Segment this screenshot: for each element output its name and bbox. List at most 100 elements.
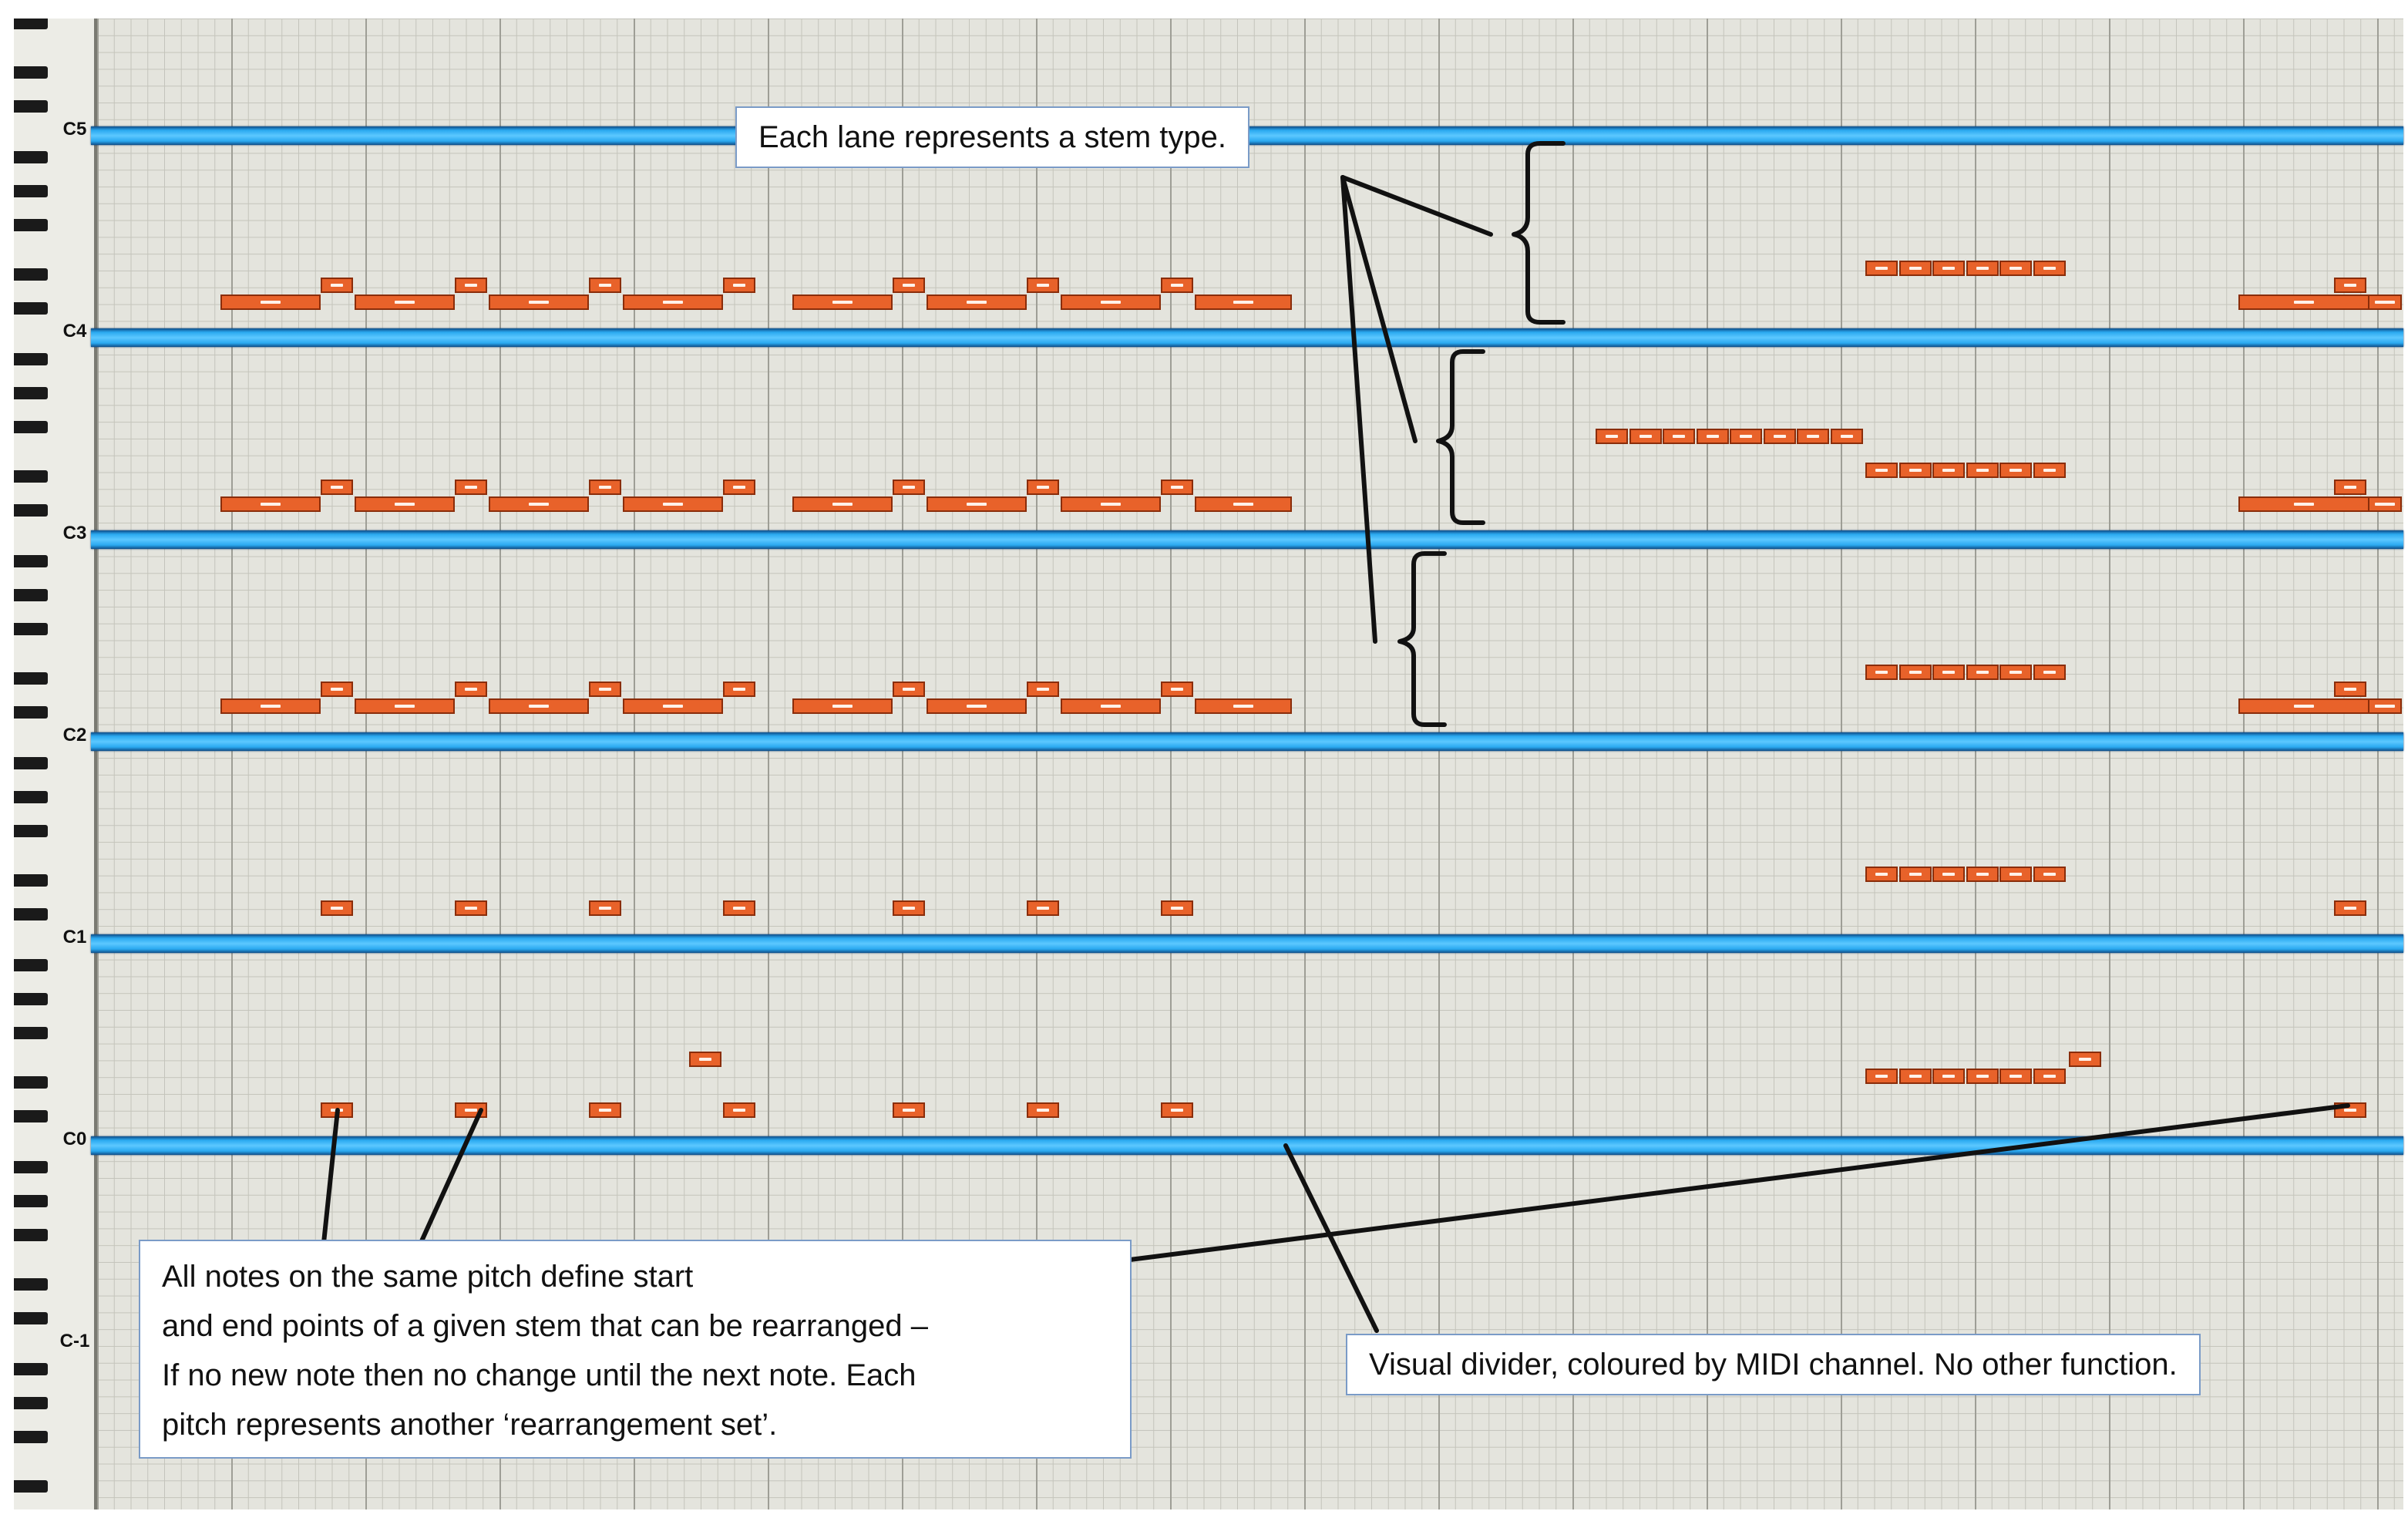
midi-note[interactable] bbox=[1932, 261, 1965, 276]
midi-note[interactable] bbox=[1061, 496, 1161, 512]
midi-note[interactable] bbox=[355, 496, 455, 512]
midi-note[interactable] bbox=[2368, 698, 2402, 714]
midi-note[interactable] bbox=[2033, 665, 2066, 680]
midi-note[interactable] bbox=[1865, 463, 1898, 478]
black-key[interactable] bbox=[14, 623, 48, 635]
midi-note[interactable] bbox=[1161, 900, 1193, 916]
midi-note[interactable] bbox=[1966, 665, 1999, 680]
midi-note[interactable] bbox=[1865, 1069, 1898, 1084]
midi-note[interactable] bbox=[723, 278, 755, 293]
midi-note[interactable] bbox=[1797, 429, 1829, 444]
midi-note[interactable] bbox=[689, 1052, 721, 1067]
piano-keyboard[interactable] bbox=[14, 19, 97, 1509]
black-key[interactable] bbox=[14, 470, 48, 483]
midi-note[interactable] bbox=[1027, 1102, 1059, 1118]
midi-note[interactable] bbox=[355, 698, 455, 714]
midi-note[interactable] bbox=[893, 682, 925, 697]
midi-note[interactable] bbox=[1027, 682, 1059, 697]
midi-note[interactable] bbox=[1999, 1069, 2032, 1084]
midi-note[interactable] bbox=[723, 900, 755, 916]
midi-note[interactable] bbox=[455, 480, 487, 495]
black-key[interactable] bbox=[14, 1397, 48, 1409]
midi-note[interactable] bbox=[2334, 682, 2366, 697]
midi-note[interactable] bbox=[927, 698, 1027, 714]
midi-note[interactable] bbox=[893, 900, 925, 916]
midi-note[interactable] bbox=[321, 682, 353, 697]
midi-note[interactable] bbox=[2368, 496, 2402, 512]
midi-note[interactable] bbox=[1027, 900, 1059, 916]
midi-note[interactable] bbox=[623, 698, 723, 714]
midi-note[interactable] bbox=[2334, 900, 2366, 916]
black-key[interactable] bbox=[14, 504, 48, 517]
midi-note[interactable] bbox=[2033, 261, 2066, 276]
black-key[interactable] bbox=[14, 589, 48, 601]
midi-note[interactable] bbox=[589, 480, 621, 495]
midi-note[interactable] bbox=[1999, 867, 2032, 882]
midi-note[interactable] bbox=[1932, 463, 1965, 478]
black-key[interactable] bbox=[14, 185, 48, 197]
midi-note[interactable] bbox=[792, 496, 893, 512]
midi-note[interactable] bbox=[489, 294, 589, 310]
midi-note[interactable] bbox=[2033, 867, 2066, 882]
black-key[interactable] bbox=[14, 1161, 48, 1173]
midi-note[interactable] bbox=[1027, 480, 1059, 495]
midi-note[interactable] bbox=[723, 1102, 755, 1118]
midi-note[interactable] bbox=[1061, 698, 1161, 714]
midi-note[interactable] bbox=[1898, 665, 1932, 680]
midi-note[interactable] bbox=[1629, 429, 1662, 444]
midi-note[interactable] bbox=[589, 278, 621, 293]
midi-note[interactable] bbox=[1966, 261, 1999, 276]
midi-note[interactable] bbox=[792, 294, 893, 310]
black-key[interactable] bbox=[14, 1278, 48, 1291]
midi-note[interactable] bbox=[1763, 429, 1796, 444]
midi-note[interactable] bbox=[1730, 429, 1762, 444]
midi-note[interactable] bbox=[1932, 867, 1965, 882]
midi-note[interactable] bbox=[589, 900, 621, 916]
midi-note[interactable] bbox=[723, 682, 755, 697]
midi-note[interactable] bbox=[623, 496, 723, 512]
midi-note[interactable] bbox=[1696, 429, 1729, 444]
midi-note[interactable] bbox=[1932, 665, 1965, 680]
midi-note[interactable] bbox=[1061, 294, 1161, 310]
midi-note[interactable] bbox=[220, 496, 321, 512]
black-key[interactable] bbox=[14, 908, 48, 921]
midi-note[interactable] bbox=[321, 278, 353, 293]
black-key[interactable] bbox=[14, 706, 48, 719]
midi-note[interactable] bbox=[792, 698, 893, 714]
midi-note[interactable] bbox=[1596, 429, 1628, 444]
black-key[interactable] bbox=[14, 791, 48, 803]
midi-note[interactable] bbox=[1932, 1069, 1965, 1084]
black-key[interactable] bbox=[14, 757, 48, 769]
midi-note[interactable] bbox=[2334, 278, 2366, 293]
midi-note[interactable] bbox=[1966, 867, 1999, 882]
black-key[interactable] bbox=[14, 100, 48, 113]
midi-note[interactable] bbox=[455, 278, 487, 293]
midi-note[interactable] bbox=[1999, 463, 2032, 478]
black-key[interactable] bbox=[14, 1229, 48, 1241]
black-key[interactable] bbox=[14, 219, 48, 231]
midi-note[interactable] bbox=[1898, 261, 1932, 276]
midi-note[interactable] bbox=[623, 294, 723, 310]
black-key[interactable] bbox=[14, 1110, 48, 1122]
midi-note[interactable] bbox=[1195, 294, 1292, 310]
black-key[interactable] bbox=[14, 825, 48, 837]
midi-note[interactable] bbox=[321, 900, 353, 916]
midi-note[interactable] bbox=[2069, 1052, 2101, 1067]
black-key[interactable] bbox=[14, 874, 48, 887]
midi-note[interactable] bbox=[489, 698, 589, 714]
midi-note[interactable] bbox=[1027, 278, 1059, 293]
black-key[interactable] bbox=[14, 1363, 48, 1375]
black-key[interactable] bbox=[14, 19, 48, 29]
black-key[interactable] bbox=[14, 151, 48, 163]
midi-note[interactable] bbox=[321, 480, 353, 495]
midi-note[interactable] bbox=[1966, 1069, 1999, 1084]
midi-note[interactable] bbox=[1898, 463, 1932, 478]
midi-note[interactable] bbox=[489, 496, 589, 512]
midi-note[interactable] bbox=[1865, 261, 1898, 276]
black-key[interactable] bbox=[14, 672, 48, 685]
midi-note[interactable] bbox=[1865, 867, 1898, 882]
midi-note[interactable] bbox=[2033, 463, 2066, 478]
black-key[interactable] bbox=[14, 1431, 48, 1443]
midi-note[interactable] bbox=[1195, 698, 1292, 714]
midi-note[interactable] bbox=[220, 698, 321, 714]
